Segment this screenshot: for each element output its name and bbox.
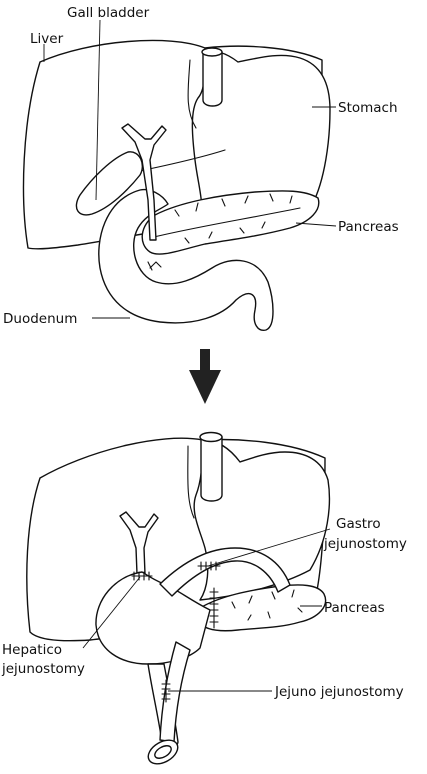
label-gastro-line1: Gastro xyxy=(336,516,381,532)
label-hepatico-line1: Hepatico xyxy=(2,642,62,658)
oesophagus-after xyxy=(201,437,222,501)
oesophagus-before xyxy=(203,52,222,106)
label-hepatico-line2: jejunostomy xyxy=(1,661,85,677)
label-gastro-line2: jejunostomy xyxy=(323,536,407,552)
duodenal-papilla-before xyxy=(148,262,161,270)
label-stomach: Stomach xyxy=(338,100,398,116)
label-pancreas-after: Pancreas xyxy=(324,600,385,616)
label-duodenum: Duodenum xyxy=(3,311,77,327)
after-diagram: Gastro jejunostomy Pancreas Hepatico jej… xyxy=(1,433,407,769)
down-arrow xyxy=(189,349,221,404)
arrow-shaft xyxy=(200,349,210,371)
arrow-head xyxy=(189,370,221,404)
label-gall-bladder: Gall bladder xyxy=(67,5,150,21)
label-pancreas-before: Pancreas xyxy=(338,219,399,235)
oesophagus-opening-after xyxy=(200,433,222,442)
oesophagus-opening-before xyxy=(202,48,222,56)
label-jejuno-jejunostomy: Jejuno jejunostomy xyxy=(274,684,404,700)
label-liver: Liver xyxy=(30,31,64,47)
pancreas-leader xyxy=(296,223,336,226)
before-diagram: Gall bladder Liver Stomach Pancreas Duod… xyxy=(3,5,399,330)
